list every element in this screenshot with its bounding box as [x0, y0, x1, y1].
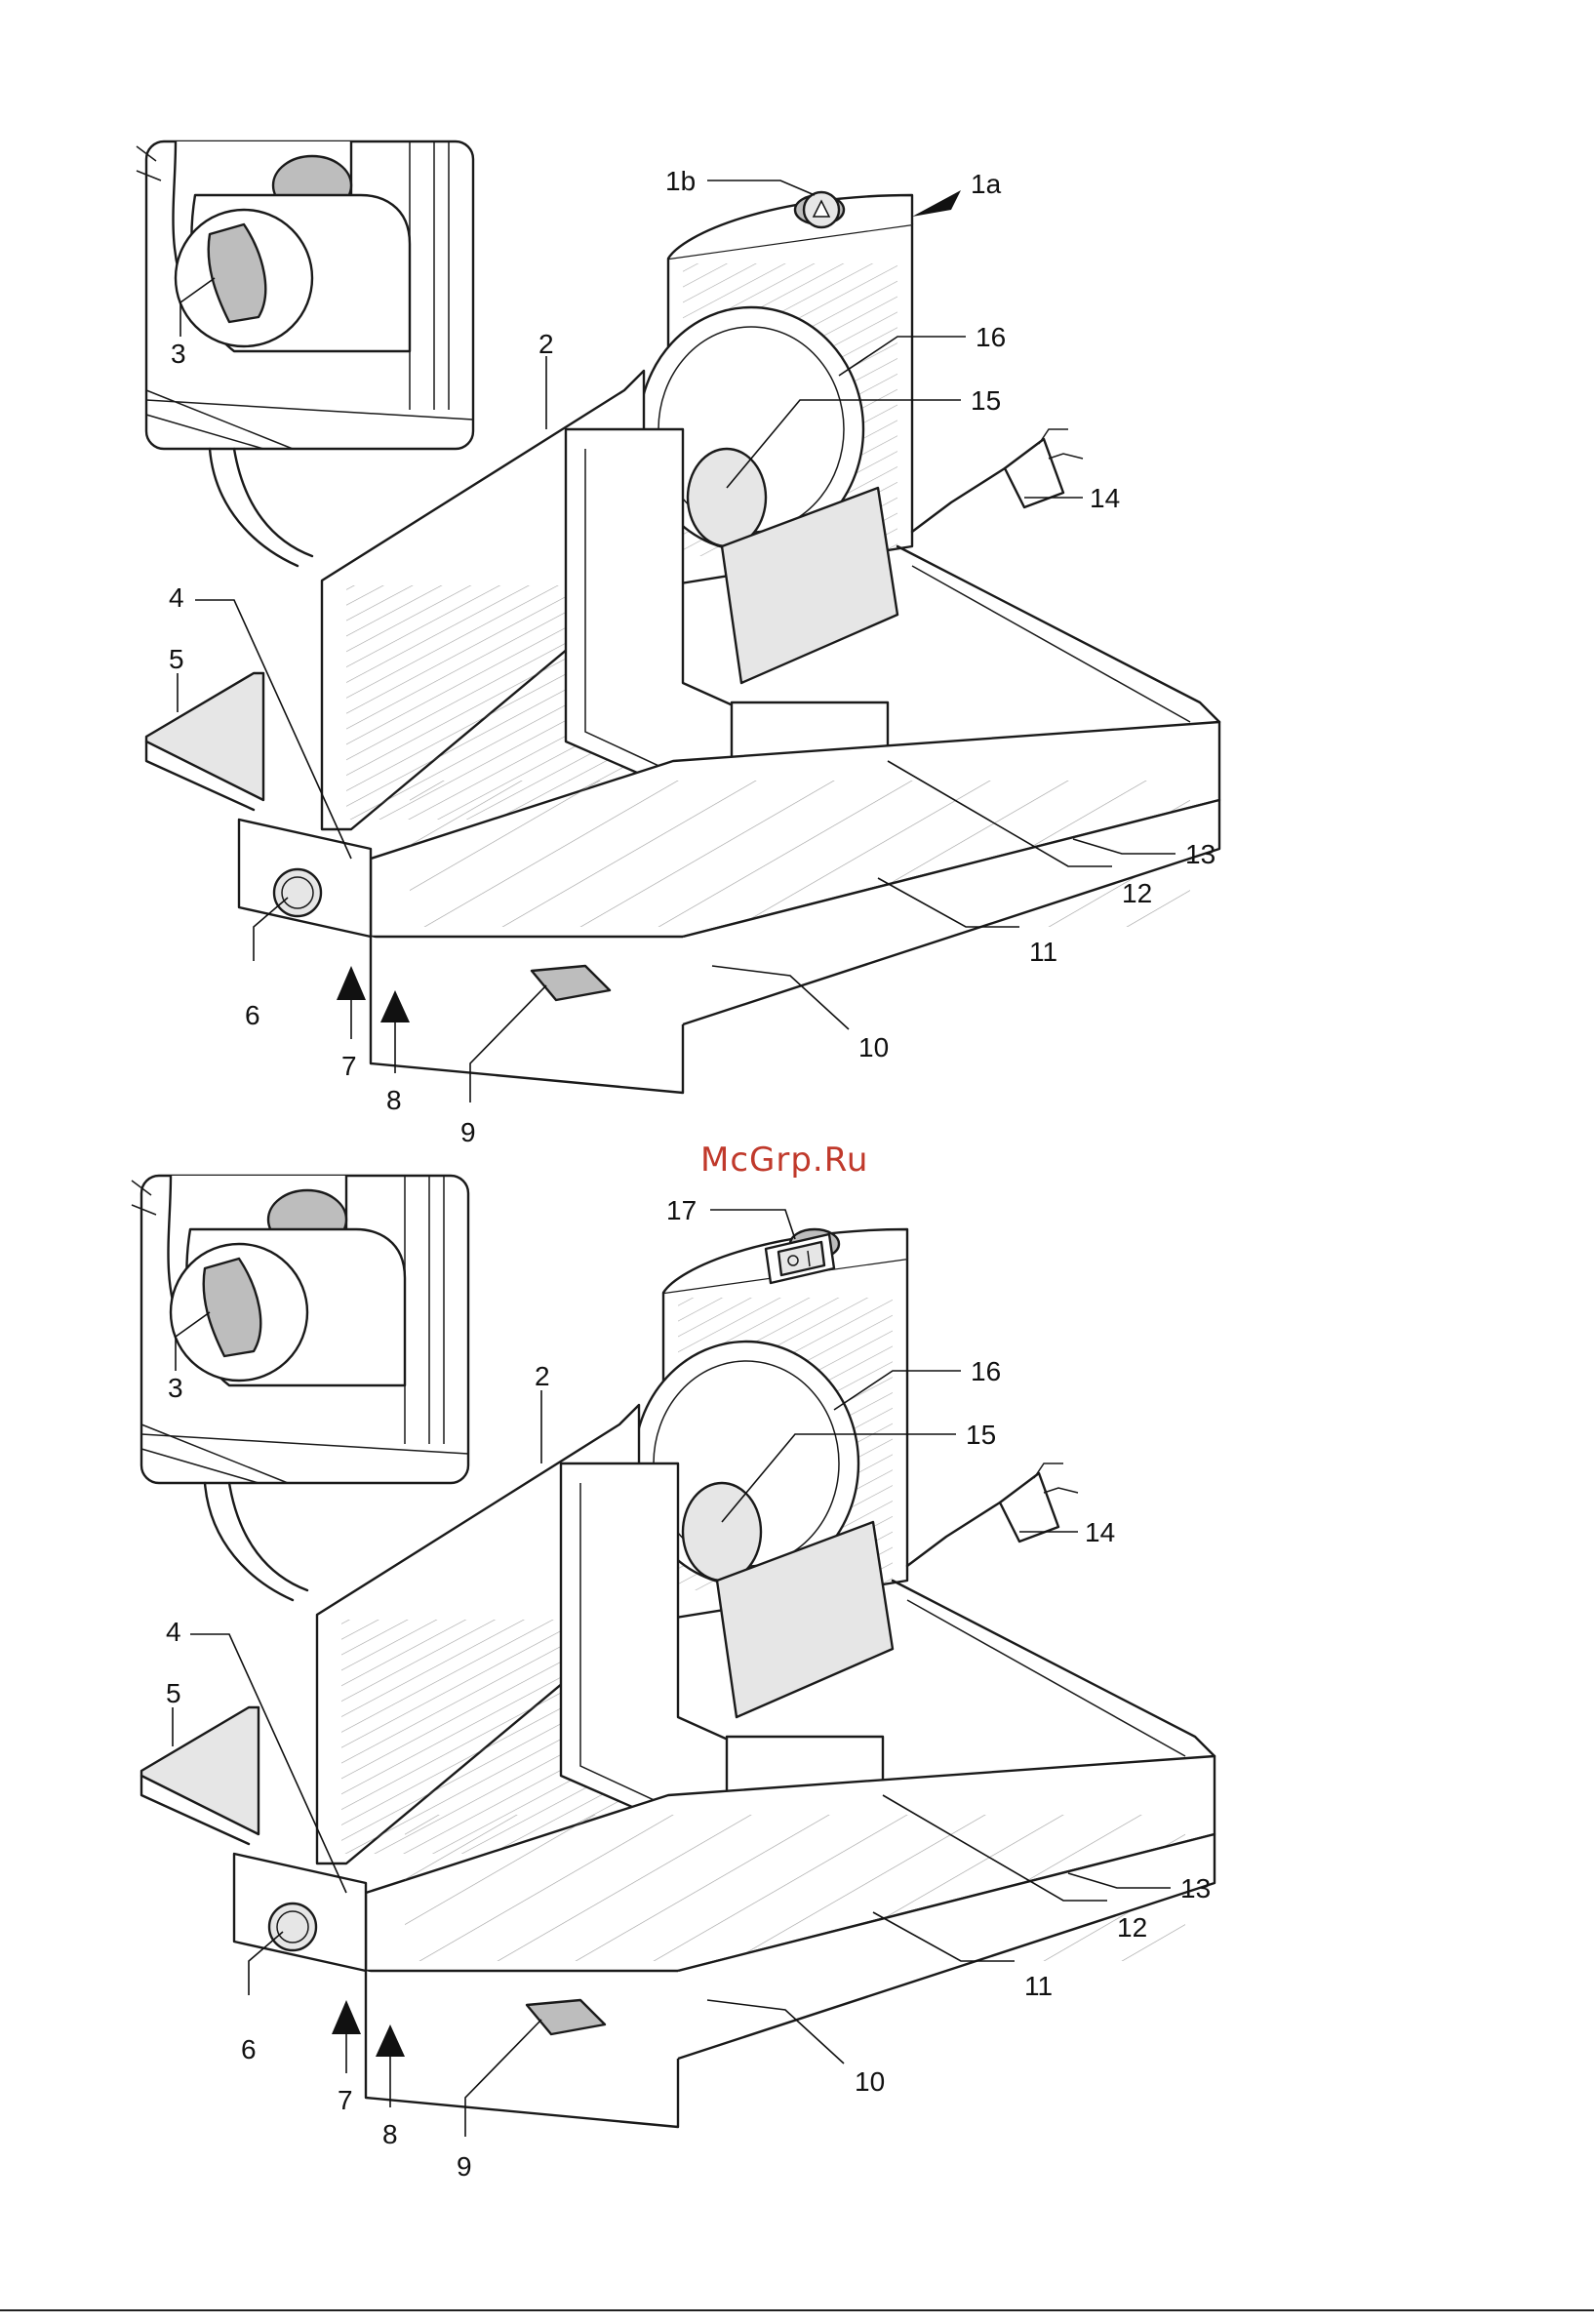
label-2: 2 [535, 1361, 550, 1391]
label-13: 13 [1180, 1873, 1211, 1903]
label-7: 7 [338, 2085, 353, 2115]
label-1b: 1b [665, 166, 696, 196]
label-4: 4 [166, 1617, 181, 1647]
label-6: 6 [241, 2034, 257, 2064]
label-11: 11 [1024, 1971, 1053, 2001]
watermark-text: McGrp.Ru [700, 1141, 868, 1180]
power-button-icon [804, 192, 839, 227]
label-16: 16 [976, 322, 1006, 352]
direction-arrow-icon [912, 190, 961, 217]
label-7: 7 [341, 1051, 357, 1081]
label-8: 8 [386, 1085, 402, 1115]
label-14: 14 [1085, 1517, 1115, 1547]
label-1a: 1a [971, 169, 1002, 199]
label-11: 11 [1029, 937, 1057, 967]
label-17: 17 [666, 1195, 697, 1225]
label-14: 14 [1090, 483, 1120, 513]
figure-lower: 17 2 3 4 5 6 7 8 9 10 11 12 13 14 15 16 [132, 1176, 1215, 2182]
label-16: 16 [971, 1356, 1001, 1386]
label-10: 10 [855, 2066, 885, 2097]
label-8: 8 [382, 2119, 398, 2149]
label-2: 2 [538, 329, 554, 359]
direction-arrow-icon [337, 966, 366, 1000]
label-12: 12 [1122, 878, 1152, 908]
label-10: 10 [858, 1032, 889, 1062]
direction-arrow-icon [332, 2000, 361, 2034]
label-15: 15 [966, 1420, 996, 1450]
label-9: 9 [460, 1117, 476, 1147]
label-6: 6 [245, 1000, 260, 1030]
figure-upper: 1b 1a 2 3 4 5 6 7 8 9 10 11 12 13 14 15 … [137, 141, 1219, 1147]
label-3: 3 [171, 339, 186, 369]
label-9: 9 [457, 2151, 472, 2182]
label-12: 12 [1117, 1912, 1147, 1943]
label-15: 15 [971, 385, 1001, 416]
label-13: 13 [1185, 839, 1215, 869]
label-4: 4 [169, 582, 184, 613]
leader-17 [710, 1210, 795, 1239]
label-3: 3 [168, 1373, 183, 1403]
leader-1b [707, 180, 815, 195]
label-5: 5 [169, 644, 184, 674]
label-5: 5 [166, 1678, 181, 1708]
